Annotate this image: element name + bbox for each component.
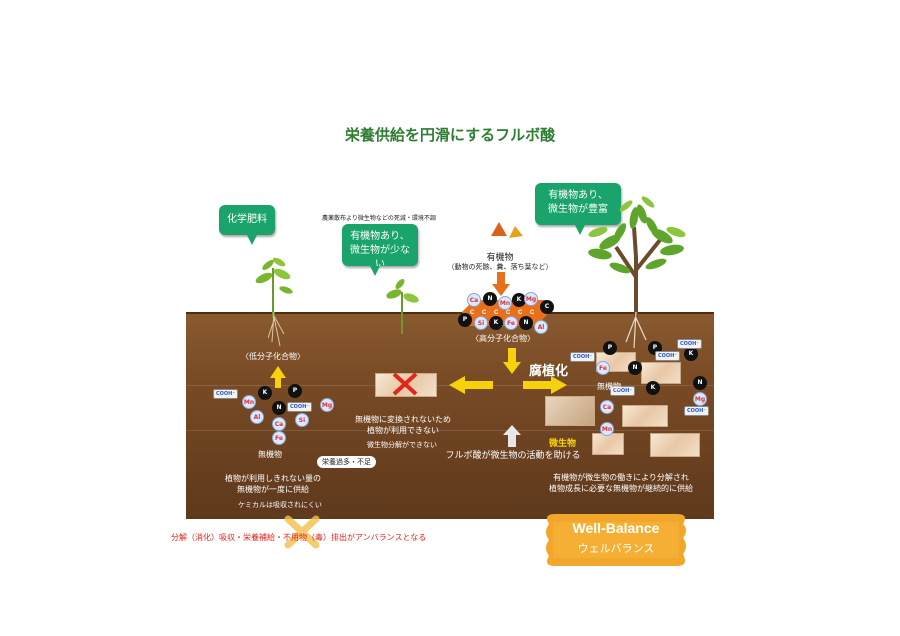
ion-mg: Mg: [320, 398, 334, 412]
microbes-label: 微生物: [549, 439, 577, 449]
roots-right: [625, 312, 647, 349]
decomposed-supply-text: 有機物が微生物の働きにより分解され 植物成長に必要な無機物が継続的に供給: [549, 473, 693, 493]
ion-ca: Ca: [272, 417, 286, 431]
fulvic-up-arrow-icon: [503, 425, 521, 447]
microbe-image: [545, 396, 595, 426]
soil-layer-divider: [186, 430, 714, 431]
ion-n: N: [519, 316, 533, 330]
up-arrow-shaft: [275, 378, 281, 388]
badge-title: Well-Balance: [572, 520, 660, 536]
no-decompose-text: 微生物分解ができない: [367, 441, 437, 449]
ion-k: K: [646, 381, 660, 395]
roots-left: [268, 312, 285, 347]
ion-p: P: [458, 313, 472, 327]
ion-ca: Ca: [600, 400, 614, 414]
cooh-tag: COOH⁻: [213, 389, 238, 399]
svg-text:C: C: [494, 310, 499, 316]
right-arrow-icon: [523, 376, 567, 394]
unusable-inorganic-text: 植物が利用しきれない量の 無機物が一度に供給: [225, 474, 321, 494]
imbalance-cross-icon: [284, 515, 320, 549]
ion-fe: Fe: [504, 316, 518, 330]
polymer-label: 〈高分子化合物〉: [471, 334, 535, 343]
fulvic-help-text: フルボ酸が微生物の活動を助ける: [445, 451, 581, 461]
not-converted-text: 無機物に変換されないため 植物が利用できない: [355, 415, 451, 435]
pesticide-note: 農薬散布より微生物などの死滅・環境不調: [322, 215, 436, 222]
humification-down-arrow-icon: [503, 348, 521, 374]
ion-mg: Mg: [693, 392, 707, 406]
svg-text:C: C: [530, 310, 535, 316]
ion-al: Al: [250, 410, 264, 424]
well-balance-badge: [546, 514, 686, 566]
page-title: 栄養供給を円滑にするフルボ酸: [344, 126, 556, 144]
microbe-image: [641, 362, 681, 384]
ion-mn: Mn: [600, 422, 614, 436]
badge-subtitle: ウェルバランス: [577, 542, 655, 555]
svg-text:C: C: [518, 310, 523, 316]
ion-al: Al: [534, 320, 548, 334]
bubble-rich-microbes: 有機物あり、 微生物が豊富: [535, 183, 621, 235]
cooh-tag: COOH⁻: [684, 406, 709, 416]
up-arrow-icon: [270, 366, 286, 378]
ion-n: N: [483, 292, 497, 306]
bubble-few-microbes: 有機物あり、 微生物が少ない: [342, 224, 418, 276]
microbe-image: [622, 405, 668, 427]
cooh-tag: COOH⁻: [677, 339, 702, 349]
cooh-tag: COOH⁻: [655, 351, 680, 361]
ion-p: P: [288, 384, 302, 398]
svg-text:C: C: [482, 310, 487, 316]
left-arrow-icon: [449, 376, 493, 394]
small-plant-left: [255, 257, 293, 318]
imbalance-note: 分解（消化）吸収・栄養補給・不用物（毒）排出がアンバランスとなる: [171, 533, 427, 542]
ion-k: K: [489, 316, 503, 330]
ion-p: P: [603, 341, 617, 355]
ground-line: [186, 312, 714, 314]
ion-k: K: [684, 347, 698, 361]
ion-n: N: [628, 361, 642, 375]
sprout-middle: [386, 279, 419, 334]
fallen-leaves-icon: [491, 222, 523, 238]
ion-k: K: [258, 386, 272, 400]
tree-right: [588, 196, 686, 317]
inorganic-label-left: 無機物: [258, 450, 282, 459]
organic-matter-label: 有機物: [486, 253, 514, 263]
chemical-hard-text: ケミカルは吸収されにくい: [238, 501, 322, 509]
cross-mark-icon: [392, 372, 418, 396]
ion-c: C: [540, 300, 554, 314]
bubble-chemical-fertilizer: 化学肥料: [219, 205, 275, 245]
humification-label: 腐植化: [529, 364, 569, 379]
organic-matter-sub: （動物の死骸、糞、落ち葉など）: [447, 263, 553, 271]
ion-mg: Mg: [524, 292, 538, 306]
low-molecular-label: 〈低分子化合物〉: [241, 352, 305, 361]
svg-text:C: C: [506, 310, 511, 316]
ion-si: Si: [474, 316, 488, 330]
svg-text:C: C: [470, 310, 475, 316]
ion-fe: Fe: [596, 361, 610, 375]
ion-fe: Fe: [272, 431, 286, 445]
ion-ca: Ca: [467, 293, 481, 307]
ion-n: N: [693, 376, 707, 390]
ion-mn: Mn: [242, 395, 256, 409]
ion-mn: Mn: [498, 296, 512, 310]
ion-k: K: [512, 293, 526, 307]
ion-si: Si: [295, 413, 309, 427]
cooh-tag: COOH⁻: [287, 402, 312, 412]
ion-n: N: [272, 401, 286, 415]
cooh-tag: COOH⁻: [570, 352, 595, 362]
organic-down-arrow-icon: [492, 272, 510, 296]
inorganic-label-right: 無機物: [597, 382, 621, 391]
microbe-image: [650, 433, 700, 457]
cooh-tag: COOH⁻: [610, 386, 635, 396]
nutrient-excess-tag: 栄養過多・不足: [317, 456, 376, 468]
